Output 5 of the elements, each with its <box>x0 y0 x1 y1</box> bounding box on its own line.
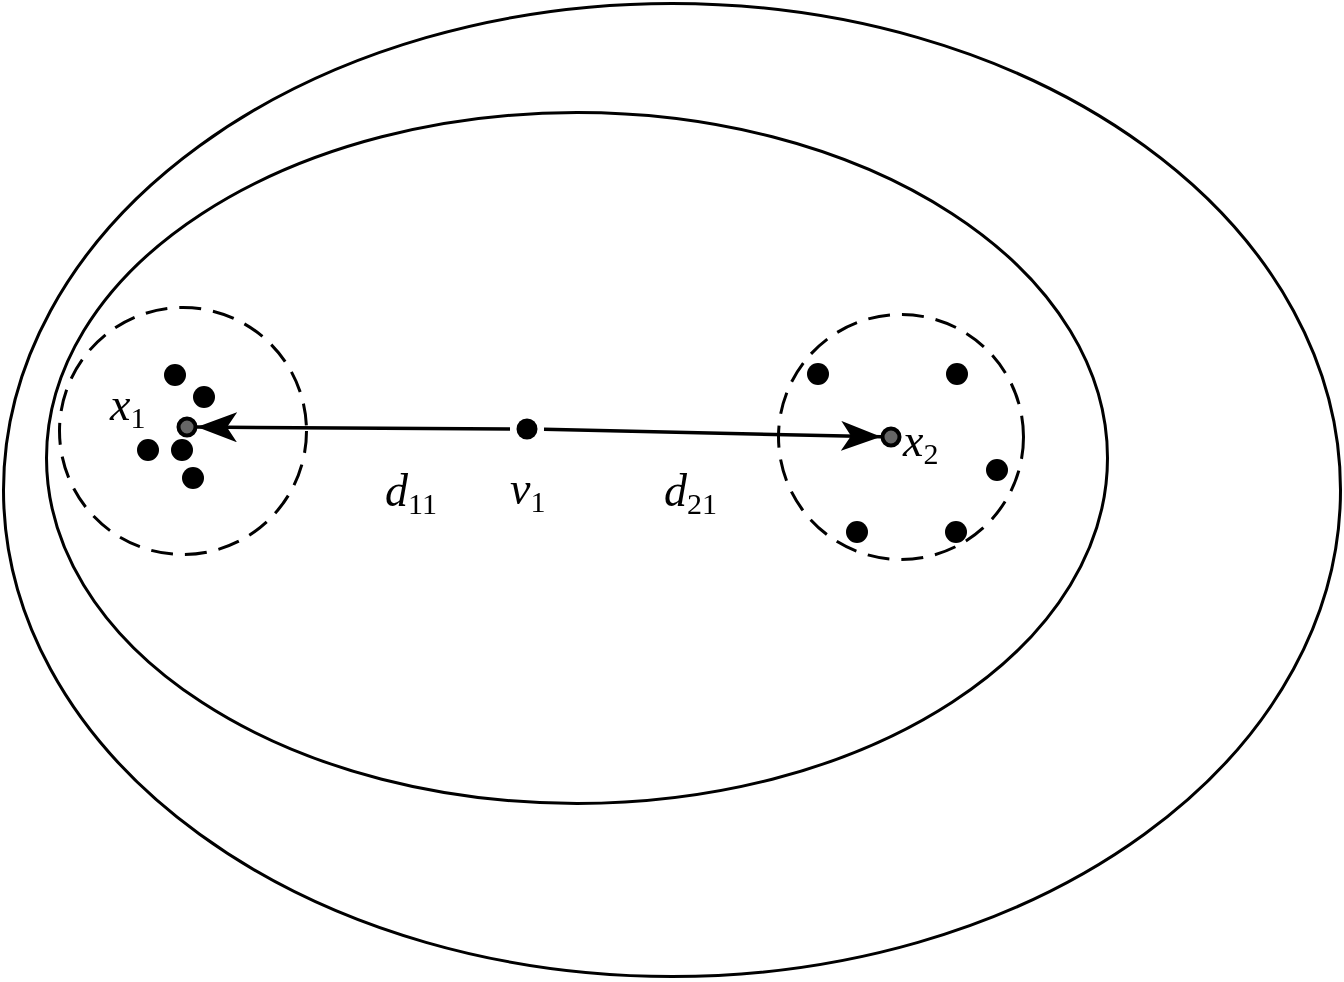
point-label: x$_{2}$ <box>903 418 939 469</box>
arrow <box>543 420 882 451</box>
point-label: v$_{1}$ <box>510 466 546 517</box>
arrow <box>197 412 510 443</box>
point-label: x$_{1}$ <box>110 382 146 433</box>
